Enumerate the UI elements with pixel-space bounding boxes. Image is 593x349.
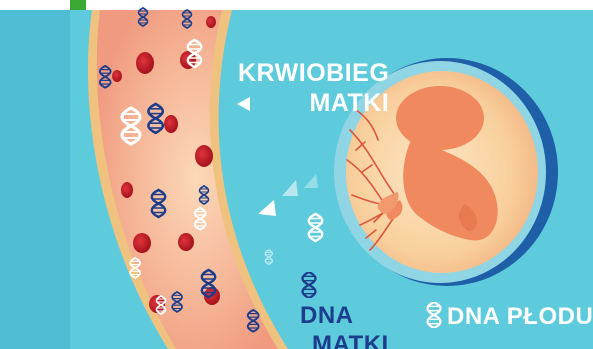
background-shade-left bbox=[0, 10, 70, 349]
accent-tab bbox=[70, 0, 86, 10]
maternal-dna-label: DNA MATKI bbox=[300, 272, 389, 349]
red-blood-cell bbox=[121, 182, 133, 198]
dna-helix-icon bbox=[300, 272, 318, 298]
maternal-dna-label-line1: DNA bbox=[300, 301, 389, 330]
red-blood-cell bbox=[195, 145, 213, 167]
red-blood-cell bbox=[178, 233, 194, 251]
red-blood-cell bbox=[112, 70, 122, 82]
red-blood-cell bbox=[133, 233, 151, 253]
red-blood-cell bbox=[136, 52, 154, 74]
red-blood-cell bbox=[206, 16, 216, 28]
red-blood-cell bbox=[164, 115, 178, 133]
maternal-circulation-label-line2: MATKI bbox=[238, 88, 389, 118]
dna-helix-icon bbox=[425, 302, 443, 328]
maternal-circulation-label-line1: KRWIOBIEG bbox=[238, 58, 389, 88]
maternal-circulation-label: KRWIOBIEG MATKI bbox=[238, 58, 389, 118]
fetal-dna-label-text: DNA PŁODU bbox=[447, 303, 593, 330]
fetal-dna-label: DNA PŁODU bbox=[425, 302, 593, 331]
embryo-head bbox=[396, 86, 484, 150]
maternal-dna-label-line2: MATKI bbox=[300, 330, 389, 349]
maternal-dna-label-line1-wrap: DNA bbox=[300, 272, 389, 330]
